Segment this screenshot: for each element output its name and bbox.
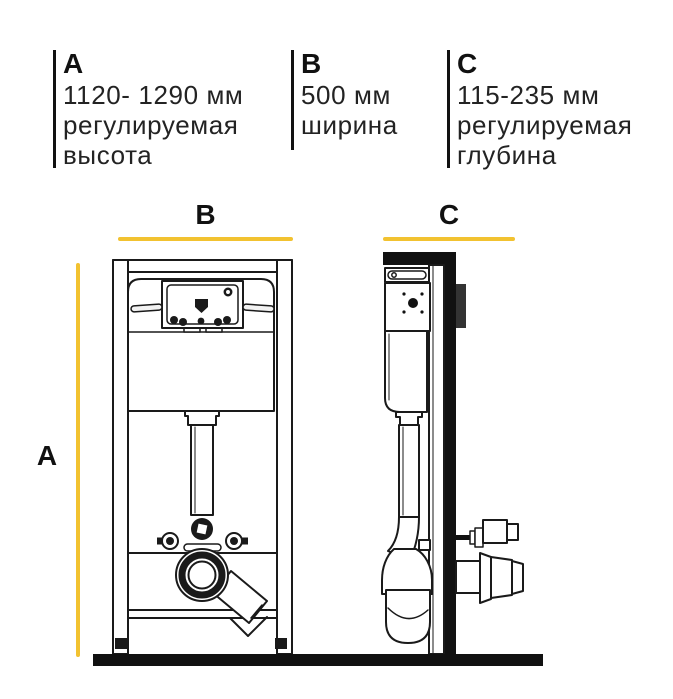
fixing-bolts [157, 532, 248, 552]
dim-line-depth [383, 237, 515, 241]
wall-bracket [456, 284, 466, 328]
cistern-side [384, 267, 431, 413]
spec-desc-b1: ширина [301, 110, 398, 140]
access-panel [161, 280, 244, 329]
spec-column-height: A 1120- 1290 мм регулируемая высота [63, 48, 243, 170]
front-view-drawing [112, 259, 293, 655]
waste-outlet-fitting [455, 552, 524, 604]
spec-desc-c2: глубина [457, 140, 557, 170]
spec-divider-b [291, 50, 294, 150]
spec-column-width: B 500 мм ширина [301, 48, 398, 140]
spec-divider-c [447, 50, 450, 168]
spec-value-c: 115-235 мм [457, 80, 600, 110]
frame-feet [115, 638, 287, 649]
spec-column-depth: C 115-235 мм регулируемая глубина [457, 48, 632, 170]
spec-key-a: A [63, 48, 84, 79]
spec-key-c: C [457, 48, 478, 79]
spec-value-a: 1120- 1290 мм [63, 80, 244, 110]
dim-label-height: A [36, 440, 58, 471]
spec-desc-a1: регулируемая [63, 110, 239, 140]
dim-line-width [118, 237, 293, 241]
pipe-fitting [191, 518, 213, 540]
dim-line-height [76, 263, 80, 657]
spec-value-b: 500 мм [301, 80, 391, 110]
spec-key-b: B [301, 48, 322, 79]
spec-desc-a2: высота [63, 140, 153, 170]
mounting-frame-side [428, 264, 445, 655]
spec-divider-a [53, 50, 56, 168]
water-supply-fitting [456, 519, 519, 548]
flush-pipe-side [387, 411, 431, 561]
p-trap [381, 548, 433, 644]
dim-label-width: B [195, 199, 216, 230]
floor-line [93, 654, 543, 666]
brand-shield-icon [195, 299, 208, 313]
spec-desc-c1: регулируемая [457, 110, 633, 140]
wall-section [383, 252, 456, 655]
flush-pipe-front [184, 410, 220, 516]
drain-outlet [175, 548, 229, 602]
side-view-drawing [381, 252, 524, 655]
dim-label-depth: C [438, 199, 460, 230]
adjustment-rods [130, 303, 275, 313]
